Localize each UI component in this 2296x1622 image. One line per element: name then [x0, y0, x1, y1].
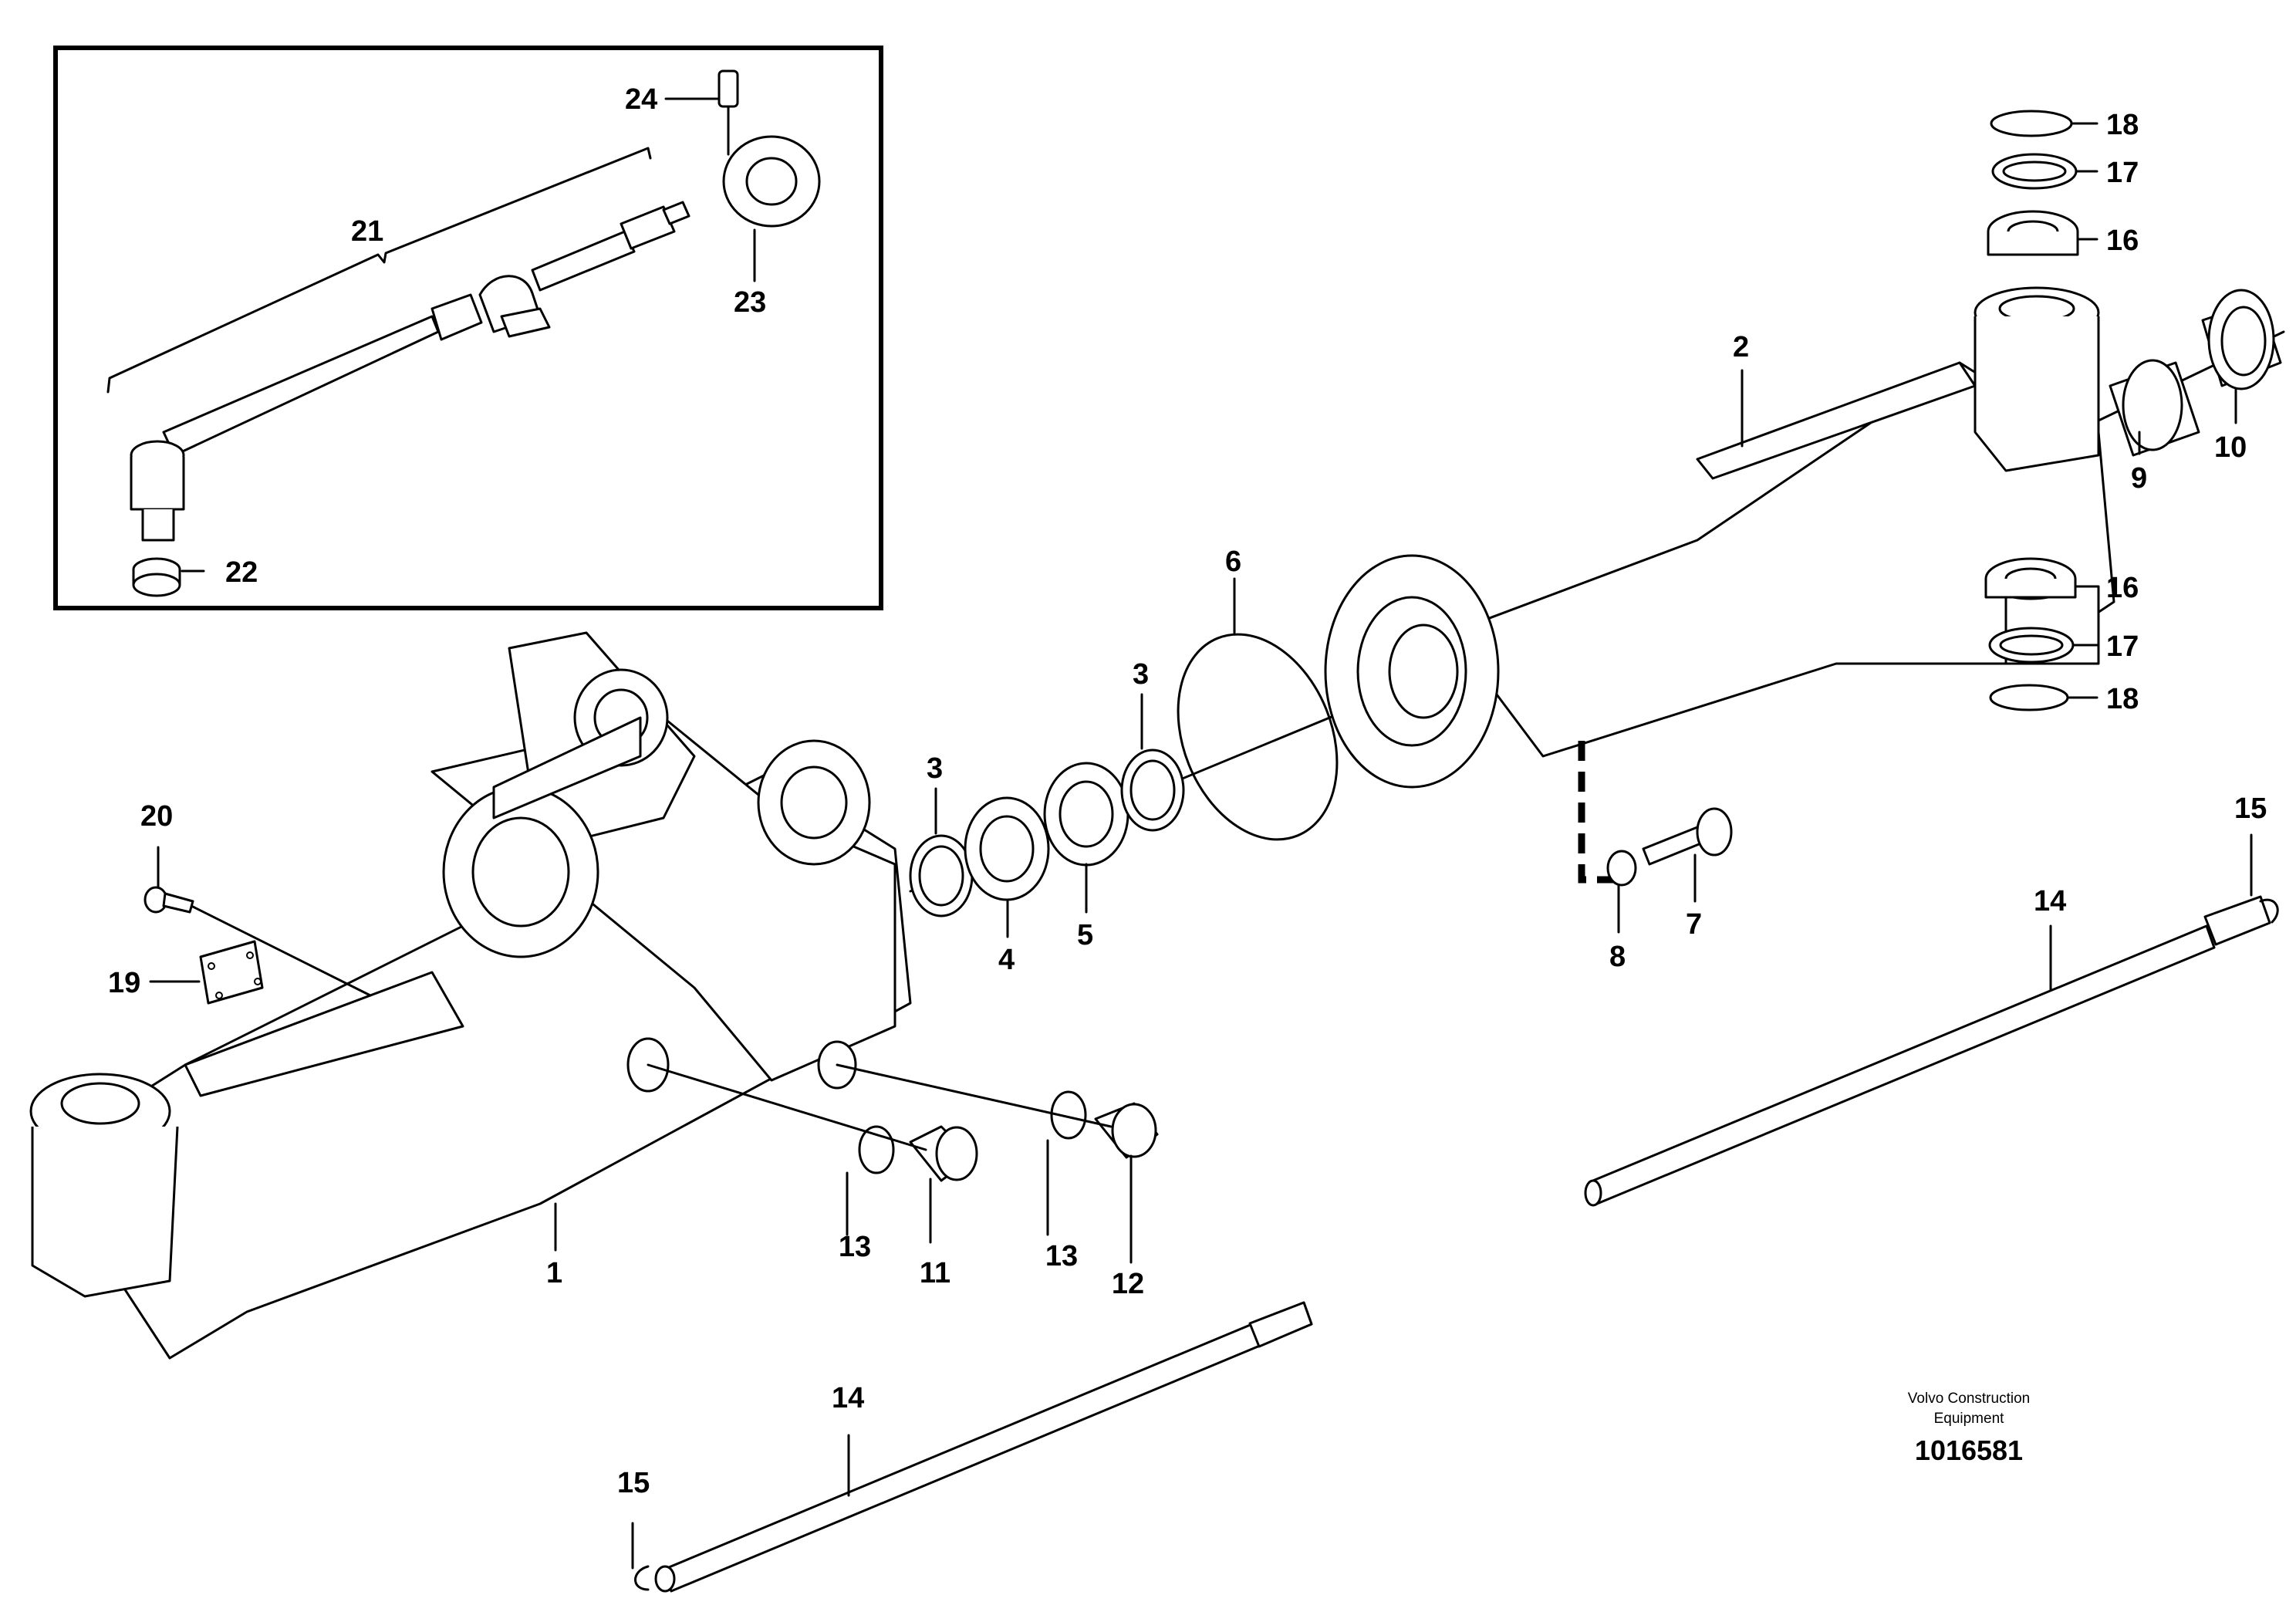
castle-nut-part-22: [132, 557, 181, 597]
leader-20-axis: [191, 905, 372, 997]
drawing-number: 1016581: [1915, 1434, 2023, 1466]
callout-2: 2: [1733, 331, 1749, 363]
plate-part-19: [199, 940, 264, 1005]
plug-part-11: [909, 1125, 978, 1182]
bolt-part-20: [144, 886, 194, 914]
axle-housing-part-2: [1324, 286, 2115, 789]
callout-22: 22: [225, 556, 258, 589]
callout-12: 12: [1112, 1268, 1144, 1300]
callout-23: 23: [734, 286, 766, 319]
bolt-part-7: [1642, 807, 1733, 866]
dashed-assembly-line: [1578, 741, 1619, 884]
drive-shaft-part-14b: [654, 1301, 1313, 1593]
callout-3a: 3: [927, 752, 943, 785]
plug-part-12: [1094, 1102, 1159, 1159]
callout-18b: 18: [2106, 683, 2139, 715]
callout-19: 19: [108, 967, 140, 999]
company-line-1: Volvo Construction: [1908, 1391, 2030, 1407]
callout-24: 24: [625, 83, 657, 116]
o-ring-part-13b: [1050, 1090, 1087, 1140]
o-ring-part-6: [1177, 633, 1339, 841]
callout-20: 20: [140, 800, 173, 833]
callout-14a: 14: [2034, 885, 2066, 917]
drawing-footer: Volvo Construction Equipment 1016581: [1908, 1391, 2030, 1466]
shim-part-3a: [909, 834, 974, 917]
bearing-part-16b: [1984, 557, 2077, 600]
callout-4: 4: [998, 944, 1015, 976]
callout-1: 1: [546, 1257, 562, 1289]
callout-9: 9: [2131, 462, 2147, 495]
drive-shaft-part-14a: [1584, 895, 2271, 1207]
snap-ring-part-15a: [634, 1565, 650, 1591]
callout-15a: 15: [617, 1467, 650, 1499]
seal-part-17a: [1991, 153, 2078, 190]
bearing-part-4: [964, 796, 1050, 901]
ring-part-18b: [1989, 684, 2069, 711]
callout-10: 10: [2214, 431, 2247, 464]
callout-15b: 15: [2234, 792, 2267, 825]
shim-part-3b: [1120, 748, 1185, 832]
callout-3b: 3: [1133, 658, 1149, 691]
callout-6: 6: [1225, 546, 1241, 578]
axle-housing-part-1: [29, 631, 912, 1360]
callout-13b: 13: [1045, 1240, 1078, 1272]
snap-ring-part-15b: [2259, 898, 2279, 924]
bearing-part-5: [1043, 762, 1129, 867]
bracket-21: [106, 147, 652, 394]
callout-13a: 13: [839, 1231, 871, 1263]
callout-7: 7: [1686, 908, 1702, 941]
company-line-2: Equipment: [1934, 1411, 2005, 1427]
callout-18a: 18: [2106, 109, 2139, 141]
callout-14b: 14: [832, 1382, 864, 1414]
ring-part-18a: [1990, 110, 2073, 137]
seal-part-17b: [1988, 627, 2075, 664]
leader-11-axis: [647, 1063, 927, 1151]
callout-21: 21: [351, 215, 383, 248]
clamp-ring-part-23: [722, 135, 821, 228]
bearing-part-16a: [1987, 210, 2079, 256]
callout-8: 8: [1609, 941, 1626, 973]
callout-16b: 16: [2106, 572, 2139, 604]
leader-12-axis: [836, 1063, 1113, 1128]
leader-lines: [149, 97, 2253, 1570]
callout-16a: 16: [2106, 225, 2139, 257]
callout-11: 11: [920, 1257, 950, 1289]
callout-labels: 24 21 23 22 18 17 16 2 10 9 6 16 17 18 3…: [108, 83, 2267, 1499]
bushing-part-10: [2201, 289, 2282, 390]
washer-part-8: [1606, 850, 1637, 887]
tie-rod-part-21: [162, 201, 690, 457]
callout-17a: 17: [2106, 157, 2139, 189]
callout-17b: 17: [2106, 630, 2139, 663]
ball-joint: [130, 440, 185, 542]
screw-part-24: [718, 69, 739, 156]
bushing-part-9: [2109, 359, 2200, 457]
callout-5: 5: [1077, 919, 1093, 951]
